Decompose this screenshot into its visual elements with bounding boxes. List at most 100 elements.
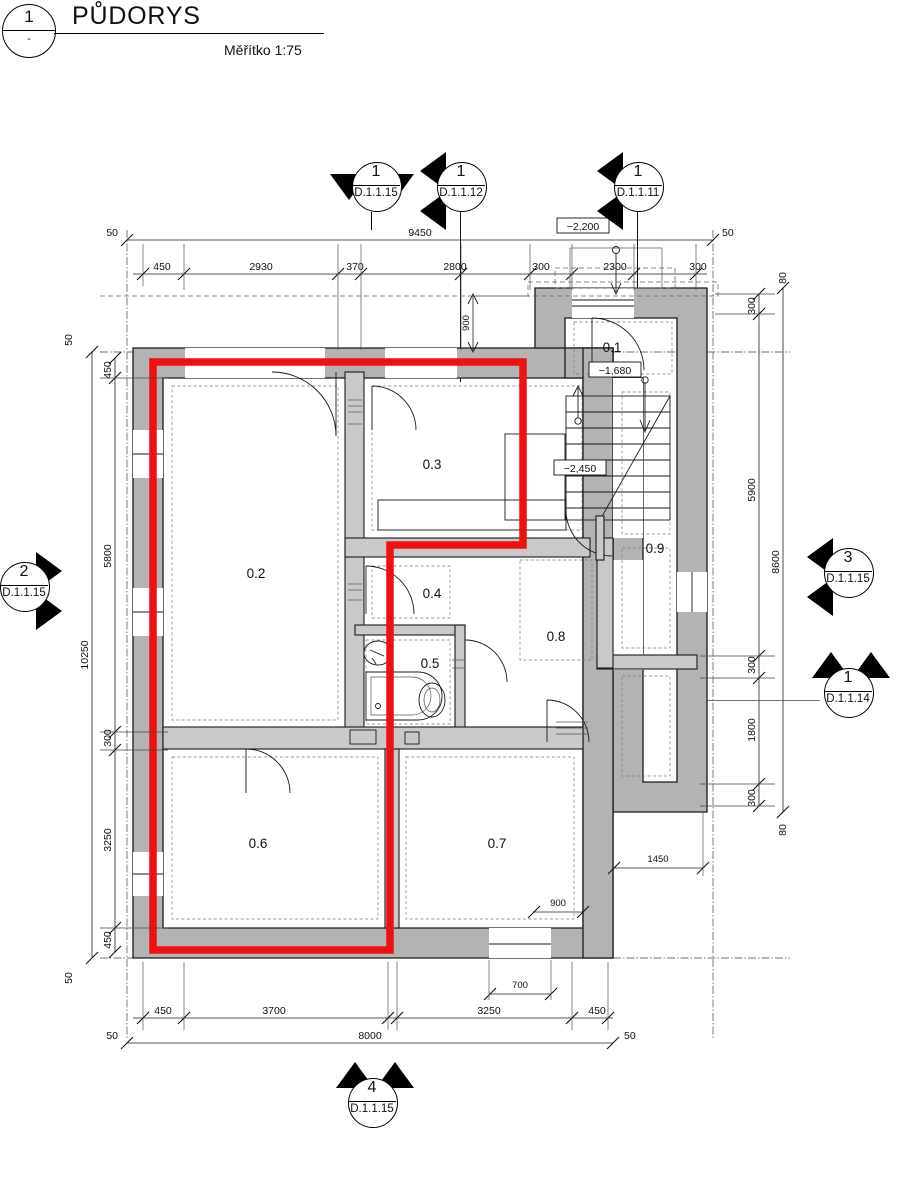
dim-value: 300: [746, 297, 758, 315]
section-marker-bottom-1[interactable]: 4 D.1.1.15: [336, 1062, 414, 1134]
dim-value: 450: [102, 361, 114, 379]
section-marker-number: 1: [633, 163, 643, 180]
section-marker-number: 1: [371, 163, 381, 180]
section-marker-number: 4: [367, 1079, 377, 1096]
section-marker-label: D.1.1.12: [439, 187, 483, 199]
section-marker-circle: [352, 162, 402, 212]
section-marker-number: 2: [19, 563, 29, 580]
section-leader-line: [700, 700, 820, 702]
dim-value: 450: [588, 1005, 606, 1017]
dim-value: 5800: [102, 544, 114, 568]
title-sheet-marker: 1 -: [2, 4, 56, 58]
section-marker-circle: [437, 162, 487, 212]
building-walls: [132, 287, 708, 959]
dim-value: 1800: [746, 718, 758, 742]
scale-label: Měřítko 1:75: [224, 42, 302, 58]
dim-value: 50: [624, 1030, 636, 1042]
section-marker-top-1[interactable]: 1 D.1.1.15: [330, 162, 414, 218]
section-marker-right-2[interactable]: 1 D.1.1.14: [812, 652, 890, 724]
dim-value: 3250: [102, 828, 114, 852]
room-labels: 0.1 0.2 0.3 0.4 0.5 0.6 0.7 0.8 0.9: [247, 340, 665, 851]
elevation-value: −2,200: [567, 221, 600, 233]
dim-value: 9450: [408, 227, 432, 239]
dim-interior-900-vertical: 900: [461, 292, 530, 354]
title-underline: [54, 33, 324, 35]
kitchen-fixtures: [377, 433, 567, 531]
dim-value: 2930: [249, 261, 273, 273]
dim-value: 8000: [358, 1030, 382, 1042]
dim-left-inner: 450 5800 300 3250 450: [100, 351, 168, 959]
bathroom-fixtures: [363, 640, 446, 721]
dim-value: 80: [777, 824, 789, 836]
room-label: 0.5: [421, 656, 440, 671]
dim-value: 50: [63, 334, 75, 346]
room-label: 0.4: [423, 586, 442, 601]
dim-interior-1450: 1450: [607, 812, 710, 876]
section-marker-label: D.1.1.15: [2, 587, 46, 599]
dim-value: 2300: [603, 261, 627, 273]
room-label: 0.7: [488, 836, 507, 851]
section-marker-top-3[interactable]: 1 D.1.1.11: [597, 152, 664, 230]
section-marker-number: 3: [843, 549, 853, 566]
dim-interior-700: 700: [483, 960, 558, 1001]
dim-value: 450: [102, 931, 114, 949]
top-wing-dashed-outline: [100, 281, 719, 297]
dim-right-outer: 8600 80 80: [770, 272, 790, 836]
room-label: 0.8: [547, 629, 566, 644]
section-marker-divider: [824, 571, 872, 573]
section-marker-right-1[interactable]: 3 D.1.1.15: [807, 538, 874, 616]
section-marker-divider: [348, 1101, 396, 1103]
title-marker-divider: [3, 30, 55, 32]
title-marker-number: 1: [24, 7, 34, 26]
title-marker-sub: -: [27, 33, 31, 45]
dim-value: 300: [532, 261, 550, 273]
section-marker-top-2[interactable]: 1 D.1.1.12: [420, 152, 487, 230]
section-marker-left-1[interactable]: 2 D.1.1.15: [0, 552, 62, 630]
elevation-value: −1,680: [599, 365, 632, 377]
page-title: PŮDORYS: [72, 2, 201, 30]
dim-value: 2800: [443, 261, 467, 273]
section-leader-line: [637, 212, 639, 292]
dim-value: 900: [550, 898, 566, 909]
dim-value: 50: [106, 1030, 118, 1042]
section-marker-circle: [348, 1078, 398, 1128]
room-label: 0.2: [247, 566, 266, 581]
section-marker-label: D.1.1.15: [826, 573, 870, 585]
section-leader-line: [460, 212, 462, 382]
room-label: 0.9: [646, 541, 665, 556]
dim-value: 450: [154, 1005, 172, 1017]
entry-canopy-outline: [554, 246, 676, 296]
section-marker-label: D.1.1.14: [826, 693, 870, 705]
section-marker-divider: [437, 185, 485, 187]
section-marker-label: D.1.1.11: [616, 187, 660, 199]
dim-value: 370: [346, 261, 364, 273]
dim-value: 50: [722, 227, 734, 239]
elevation-tag-vestibule: −1,680: [588, 361, 642, 378]
room-label: 0.6: [249, 836, 268, 851]
section-marker-circle: [614, 162, 664, 212]
section-marker-circle: [0, 562, 50, 612]
section-marker-divider: [614, 185, 662, 187]
section-marker-label: D.1.1.15: [350, 1103, 394, 1115]
dim-right-inner: 300 5900 300 1800 300: [700, 287, 775, 813]
door-jamb-marks: [348, 399, 588, 735]
section-marker-divider: [0, 585, 48, 587]
dim-value: 450: [153, 261, 171, 273]
red-highlight-route: [149, 358, 527, 954]
dim-bottom-outer: 8000 50 50: [106, 1030, 636, 1050]
dim-value: 3250: [477, 1005, 501, 1017]
dim-value: 300: [102, 729, 114, 747]
staircase: [565, 376, 671, 561]
dim-value: 8600: [770, 550, 782, 574]
section-marker-circle: [824, 548, 874, 598]
elevation-value: −2,450: [564, 463, 597, 475]
room-label: 0.1: [603, 340, 622, 355]
dim-value: 3700: [262, 1005, 286, 1017]
section-leader-line: [371, 212, 373, 230]
dim-value: 700: [512, 980, 528, 991]
section-marker-divider: [352, 185, 400, 187]
dim-value: 50: [106, 227, 118, 239]
room-label: 0.3: [423, 457, 442, 472]
dim-value: 50: [63, 972, 75, 984]
